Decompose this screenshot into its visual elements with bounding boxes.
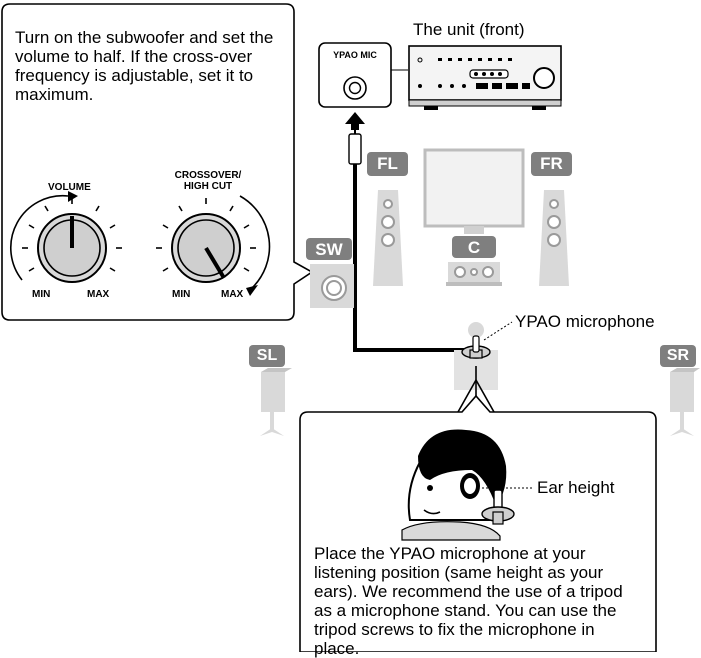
crossover-min-label: MIN — [172, 289, 191, 300]
tv — [423, 148, 525, 234]
listener-illustration — [401, 429, 532, 541]
ypao-mic-jack-label: YPAO MIC — [333, 50, 377, 60]
volume-knob — [9, 191, 122, 283]
ypao-microphone-label: YPAO microphone — [515, 312, 655, 331]
subwoofer-instruction-text: Turn on the subwoofer and set the volume… — [15, 28, 274, 104]
volume-max-label: MAX — [87, 289, 110, 300]
speaker-sl-label: SL — [256, 347, 278, 364]
speaker-subwoofer-label: SW — [315, 240, 343, 259]
crossover-max-label: MAX — [221, 289, 244, 300]
volume-min-label: MIN — [32, 289, 51, 300]
crossover-label-line1: CROSSOVER/ — [174, 170, 242, 181]
speaker-center — [446, 236, 502, 286]
listener-instruction-text: Place the YPAO microphone at your listen… — [314, 544, 623, 658]
crossover-label: CROSSOVER/ HIGH CUT — [172, 170, 244, 192]
speaker-fl-label: FL — [377, 154, 398, 173]
speaker-fr-label: FR — [540, 154, 563, 173]
speaker-sr-label: SR — [666, 347, 690, 364]
crossover-label-line2: HIGH CUT — [183, 181, 233, 192]
speaker-fl — [367, 152, 408, 286]
speaker-subwoofer — [306, 238, 354, 308]
ypao-mic-jack — [318, 42, 408, 108]
ear-height-label: Ear height — [537, 478, 615, 497]
speaker-sr — [660, 345, 700, 436]
listening-position — [454, 321, 513, 413]
unit-front-label: The unit (front) — [413, 20, 525, 39]
mic-cable — [345, 112, 470, 352]
speaker-center-label: C — [467, 238, 481, 257]
speaker-sl — [249, 345, 292, 436]
speaker-fr — [531, 152, 572, 286]
volume-label: VOLUME — [48, 182, 91, 193]
crossover-knob — [156, 195, 271, 296]
receiver-front — [408, 45, 562, 110]
